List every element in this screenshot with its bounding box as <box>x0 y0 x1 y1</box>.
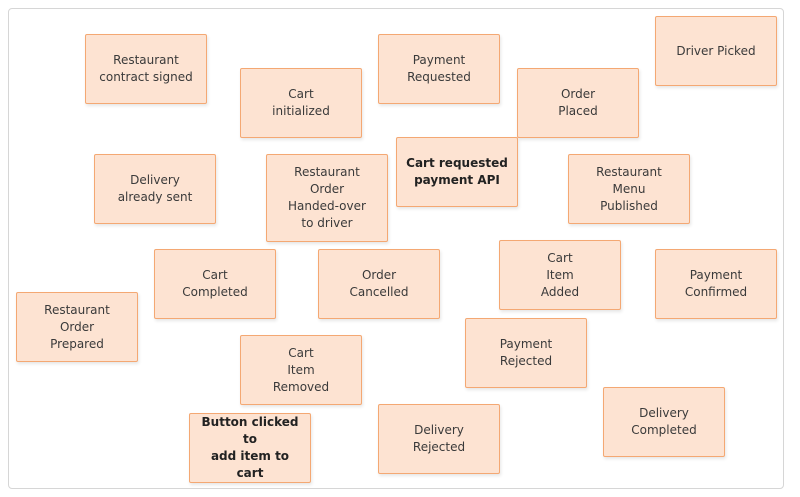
sticky-restaurant-order-prepared[interactable]: Restaurant Order Prepared <box>16 292 138 362</box>
sticky-cart-item-added[interactable]: Cart Item Added <box>499 240 621 310</box>
sticky-order-cancelled[interactable]: Order Cancelled <box>318 249 440 319</box>
sticky-driver-picked[interactable]: Driver Picked <box>655 16 777 86</box>
sticky-payment-rejected[interactable]: Payment Rejected <box>465 318 587 388</box>
sticky-payment-requested[interactable]: Payment Requested <box>378 34 500 104</box>
sticky-delivery-completed[interactable]: Delivery Completed <box>603 387 725 457</box>
sticky-cart-requested-payment-api[interactable]: Cart requested payment API <box>396 137 518 207</box>
sticky-delivery-already-sent[interactable]: Delivery already sent <box>94 154 216 224</box>
sticky-cart-initialized[interactable]: Cart initialized <box>240 68 362 138</box>
sticky-button-clicked-add-item[interactable]: Button clicked to add item to cart <box>189 413 311 483</box>
sticky-payment-confirmed[interactable]: Payment Confirmed <box>655 249 777 319</box>
sticky-cart-item-removed[interactable]: Cart Item Removed <box>240 335 362 405</box>
whiteboard-canvas: Restaurant contract signed Payment Reque… <box>8 8 784 489</box>
sticky-restaurant-order-handed-over[interactable]: Restaurant Order Handed-over to driver <box>266 154 388 242</box>
sticky-restaurant-menu-published[interactable]: Restaurant Menu Published <box>568 154 690 224</box>
sticky-cart-completed[interactable]: Cart Completed <box>154 249 276 319</box>
sticky-order-placed[interactable]: Order Placed <box>517 68 639 138</box>
sticky-delivery-rejected[interactable]: Delivery Rejected <box>378 404 500 474</box>
sticky-restaurant-contract-signed[interactable]: Restaurant contract signed <box>85 34 207 104</box>
